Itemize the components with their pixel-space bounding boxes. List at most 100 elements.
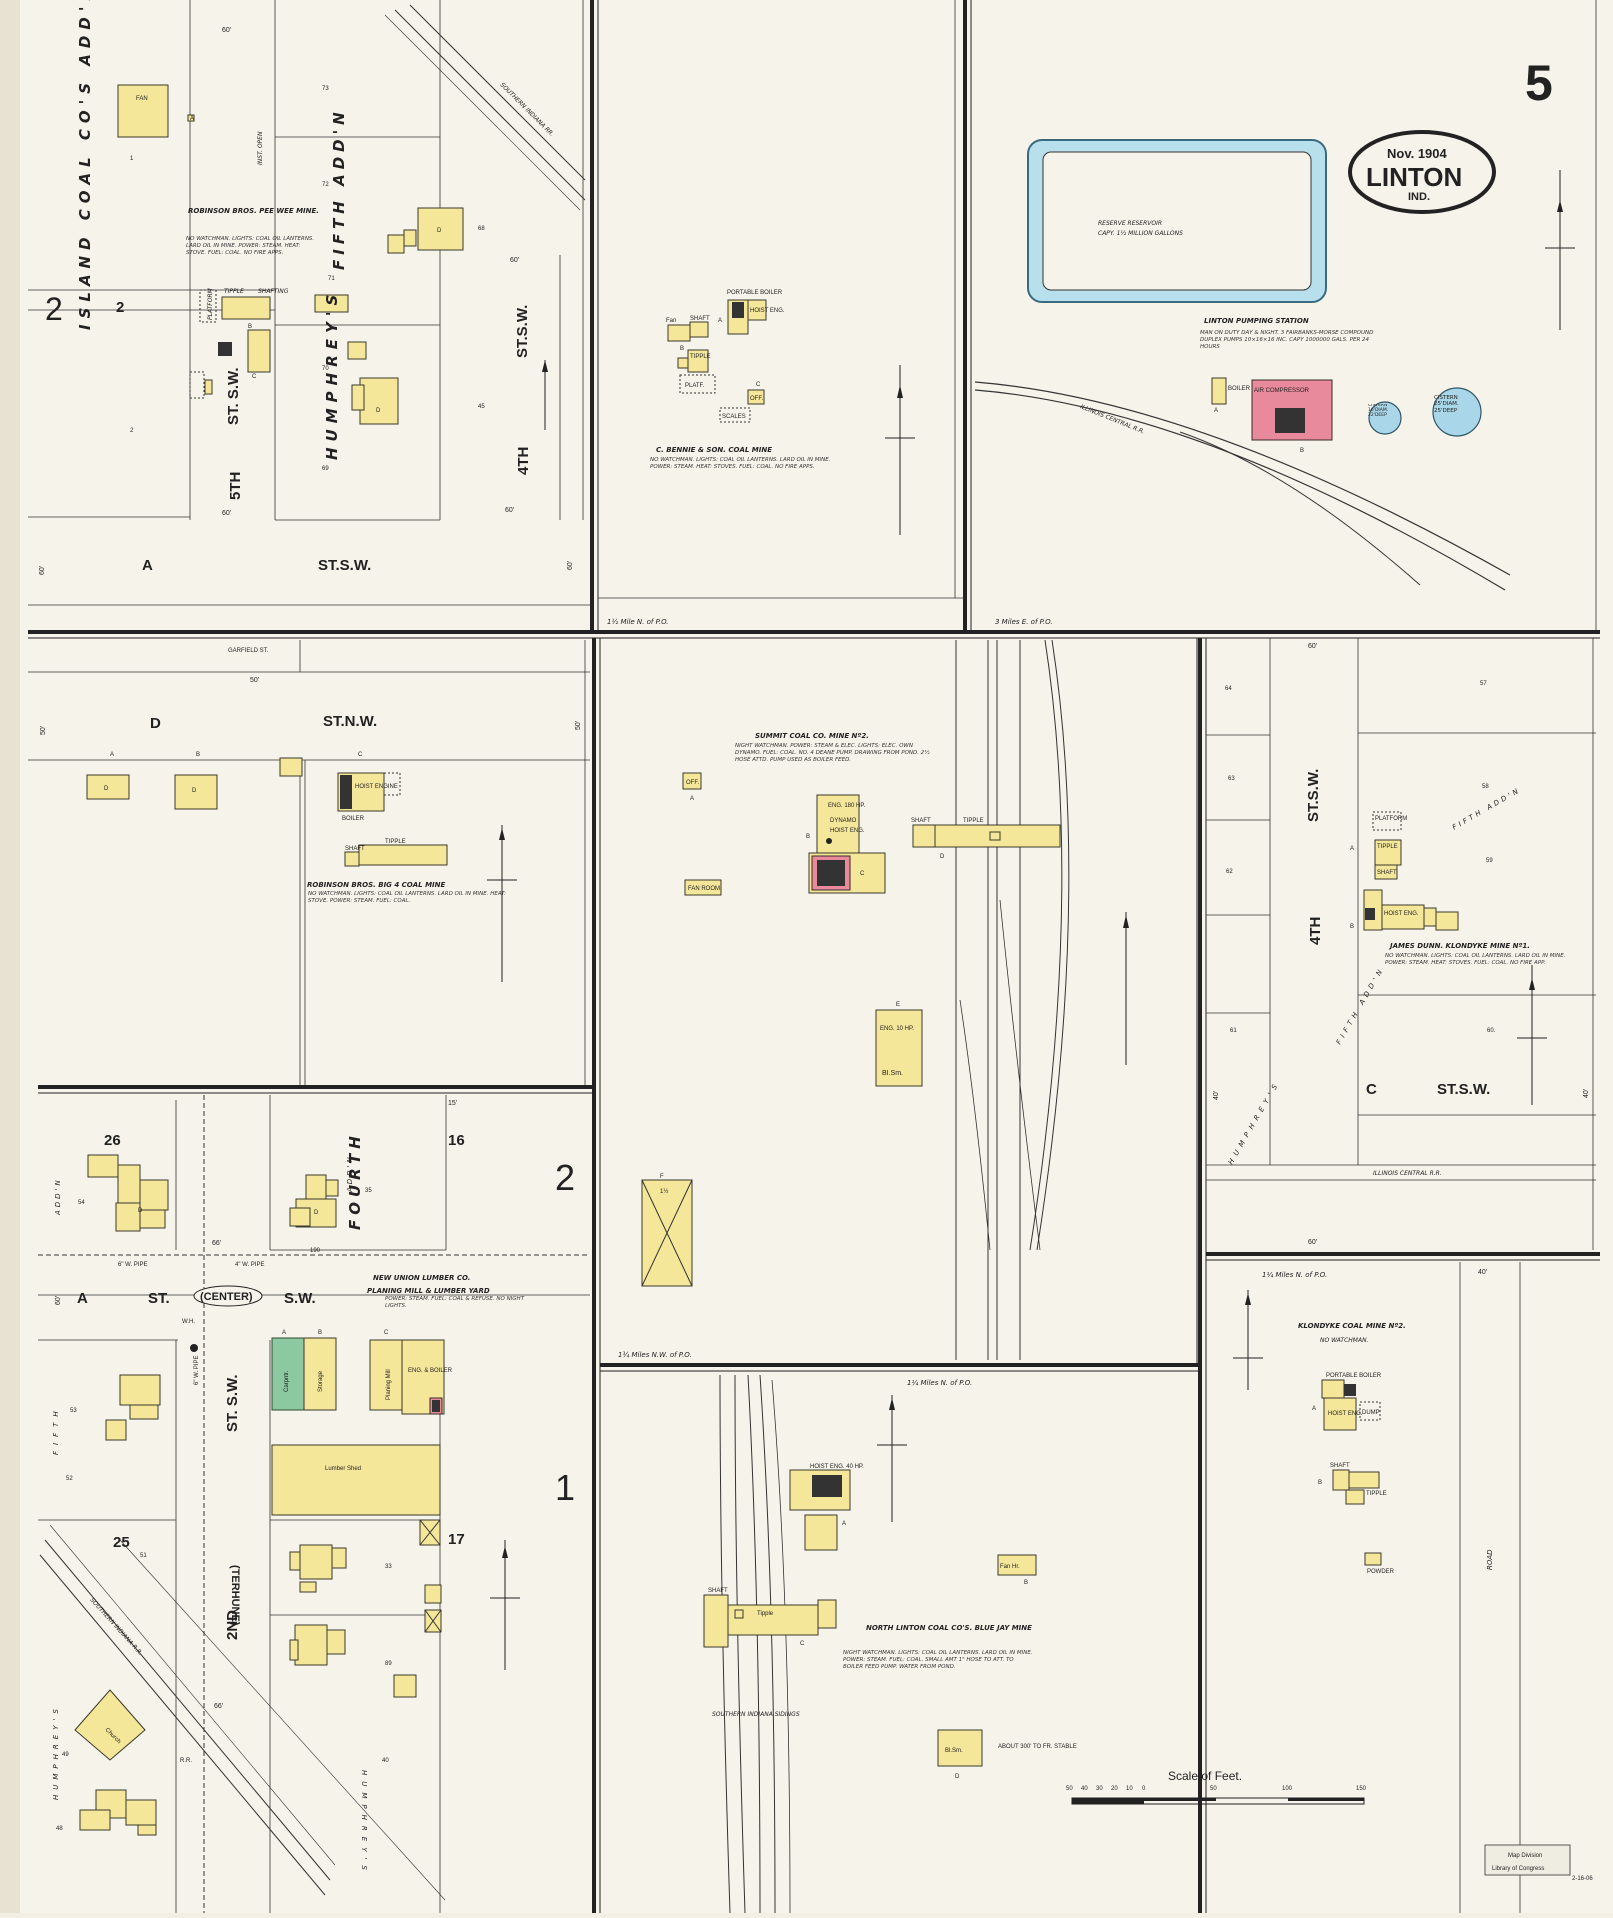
bldg-label: BOILER	[342, 816, 365, 822]
lot-number: 69	[322, 466, 329, 472]
mine-notes-big4-box: NO WATCHMAN. LIGHTS: COAL OIL LANTERNS. …	[308, 891, 506, 904]
sheet-number: 5	[1525, 55, 1553, 111]
bldg-label: C	[358, 752, 363, 758]
mine-notes-big4: NO WATCHMAN. LIGHTS: COAL OIL LANTERNS. …	[308, 891, 506, 904]
addition-label: HUMPHREY'S	[360, 1770, 368, 1876]
lot-number: 52	[66, 1476, 73, 1482]
dim: 60'	[1308, 643, 1317, 650]
scale-tick: 100	[1282, 1786, 1293, 1792]
bldg-label: OFF.	[686, 780, 699, 786]
lot-number: 58	[1482, 784, 1489, 790]
addition-label: ADD'N	[346, 1154, 354, 1193]
bldg-label: A	[1312, 1406, 1316, 1412]
scale-tick: 150	[1356, 1786, 1367, 1792]
stamp-line1: Map Division	[1508, 1853, 1542, 1859]
bldg-label: TIPPLE	[224, 288, 244, 295]
cistern-label: CISTERN 25'DIAM. 25'DEEP	[1434, 395, 1459, 414]
lot-number: 72	[322, 182, 329, 188]
bldg-label: A	[282, 1330, 286, 1336]
bldg-label: TIPPLE	[385, 839, 406, 845]
bldg-label: D	[192, 788, 197, 794]
bldg-label: PORTABLE BOILER	[727, 290, 783, 296]
sheet-date: Nov. 1904	[1387, 146, 1448, 161]
stamp-line2: Library of Congress	[1492, 1866, 1544, 1872]
distance-klondyke2: 1¼ Miles N. of P.O.	[1262, 1271, 1327, 1279]
addition-humphreys: HUMPHREY'S	[323, 289, 341, 460]
dim: 40'	[1478, 1269, 1487, 1276]
bldg-label: FAN ROOM	[688, 886, 720, 892]
lot-number: 61	[1230, 1028, 1237, 1034]
bldg-label: SHAFT	[345, 846, 365, 852]
street-4th-st-sw: ST.S.W.	[514, 305, 531, 358]
bldg-label: A	[1350, 846, 1354, 852]
bldg-label: D	[314, 1210, 319, 1216]
siding-label: SOUTHERN INDIANA SIDINGS	[712, 1711, 800, 1718]
lot-number: 35	[365, 1188, 372, 1194]
rail-label: ILLINOIS CENTRAL R.R.	[1373, 1170, 1442, 1177]
street-a: A	[142, 557, 153, 574]
dim: 50'	[40, 726, 47, 735]
bldg-label: HOIST ENGINE	[355, 784, 398, 790]
bldg-label: ENG. & BOILER	[408, 1368, 453, 1374]
bldg-label: B	[1318, 1480, 1322, 1486]
bldg-label: D	[104, 786, 109, 792]
lot-number: 60.	[1487, 1028, 1496, 1034]
bldg-label: FAN	[136, 96, 148, 102]
panel-top-right: 5 Nov. 1904 LINTON IND. RESERVE RESERVOI…	[974, 0, 1597, 630]
dim: 50'	[575, 721, 582, 730]
lot-number: 63	[1228, 776, 1235, 782]
scale-tick: 20	[1111, 1786, 1118, 1792]
bldg-label: PLATF.	[685, 383, 705, 389]
street-d: D	[150, 715, 161, 732]
dim: 60'	[39, 566, 46, 575]
road-label: ROAD	[1486, 1549, 1494, 1570]
bldg-label: A	[690, 796, 694, 802]
lot-number: 62	[1226, 869, 1233, 875]
bldg-label: 1½	[660, 1188, 668, 1195]
lot-number: 89	[385, 1661, 392, 1667]
street-st-sw-right: ST.S.W.	[1305, 769, 1322, 822]
bldg-label: Storage	[318, 1370, 324, 1392]
bldg-label: A	[190, 116, 194, 122]
bldg-label: SHAFT	[911, 818, 931, 824]
dim: 66'	[212, 1240, 221, 1247]
mine-name-bennie: C. BENNIE & SON. COAL MINE	[656, 446, 772, 454]
library-stamp	[1484, 1844, 1571, 1876]
street-st: ST.	[148, 1290, 170, 1307]
panel-bottom-left: SOUTHERN INDIANA R.R. 26 16 25 17 2 1 A …	[38, 1095, 590, 1913]
bldg-label: A	[842, 1521, 846, 1527]
panel-mid-left: GARFIELD ST. D ST.N.W. 50' 50' 50' A B C…	[28, 640, 590, 1085]
bldg-label: Planing Mill	[386, 1369, 392, 1400]
mine-notes-bennie: NO WATCHMAN. LIGHTS: COAL OIL LANTERNS. …	[650, 457, 831, 470]
scale-tick: 0	[1142, 1786, 1146, 1792]
pipe-label: 6" W. PIPE	[194, 1356, 200, 1385]
dim: 40'	[1583, 1089, 1590, 1098]
bldg-label: BOILER	[1228, 386, 1251, 392]
panel-top-middle: PORTABLE BOILER HOIST ENG. Fan SHAFT TIP…	[598, 0, 965, 626]
block-number: 2	[45, 291, 63, 327]
bldg-label: A	[110, 752, 114, 758]
bldg-label: Fan	[666, 318, 676, 324]
bldg-label: PLATFORM	[1375, 816, 1407, 822]
scale-tick: 10	[1126, 1786, 1133, 1792]
lot-number: 53	[70, 1408, 77, 1414]
lot-number: 49	[62, 1752, 69, 1758]
street-c: C	[1366, 1081, 1377, 1098]
bldg-label: AIR COMPRESSOR	[1254, 388, 1310, 394]
mine-name-klondyke2: KLONDYKE COAL MINE Nº2.	[1298, 1322, 1406, 1330]
street-garfield: GARFIELD ST.	[228, 648, 269, 654]
street-5th-st-sw: ST. S.W.	[225, 367, 242, 425]
addition-label: HUMPHREY'S	[52, 1704, 60, 1800]
planing-mill	[369, 1339, 403, 1411]
state-name: IND.	[1408, 191, 1430, 203]
reservoir-label: RESERVE RESERVOIR	[1098, 220, 1162, 227]
bldg-label: B	[1300, 448, 1304, 454]
mine-notes-klondyke1: NO WATCHMAN. LIGHTS: COAL OIL LANTERNS. …	[1385, 953, 1566, 966]
bldg-label: SHAFT	[708, 1588, 728, 1594]
bldg-label: C	[384, 1330, 389, 1336]
bldg-label: D	[955, 1774, 960, 1780]
street-center: (CENTER)	[200, 1291, 253, 1303]
bldg-label: PLATFORM	[207, 287, 214, 320]
bldg-label: TIPPLE	[1366, 1491, 1387, 1497]
bldg-label: D	[138, 1208, 143, 1214]
